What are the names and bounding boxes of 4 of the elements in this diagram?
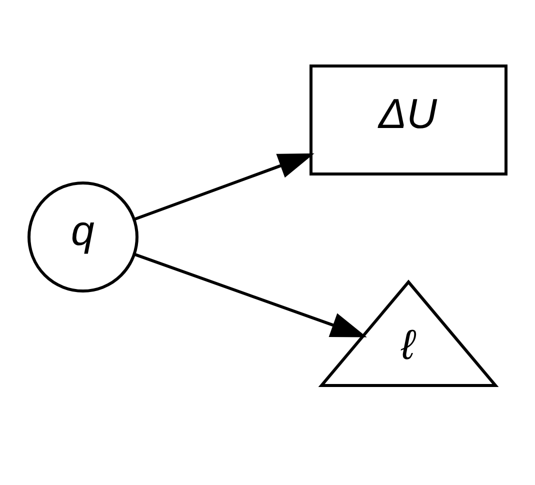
node-box: ΔU [310, 64, 508, 175]
arrow [134, 252, 367, 337]
node-circle: q [28, 181, 138, 292]
arrow [134, 152, 314, 220]
